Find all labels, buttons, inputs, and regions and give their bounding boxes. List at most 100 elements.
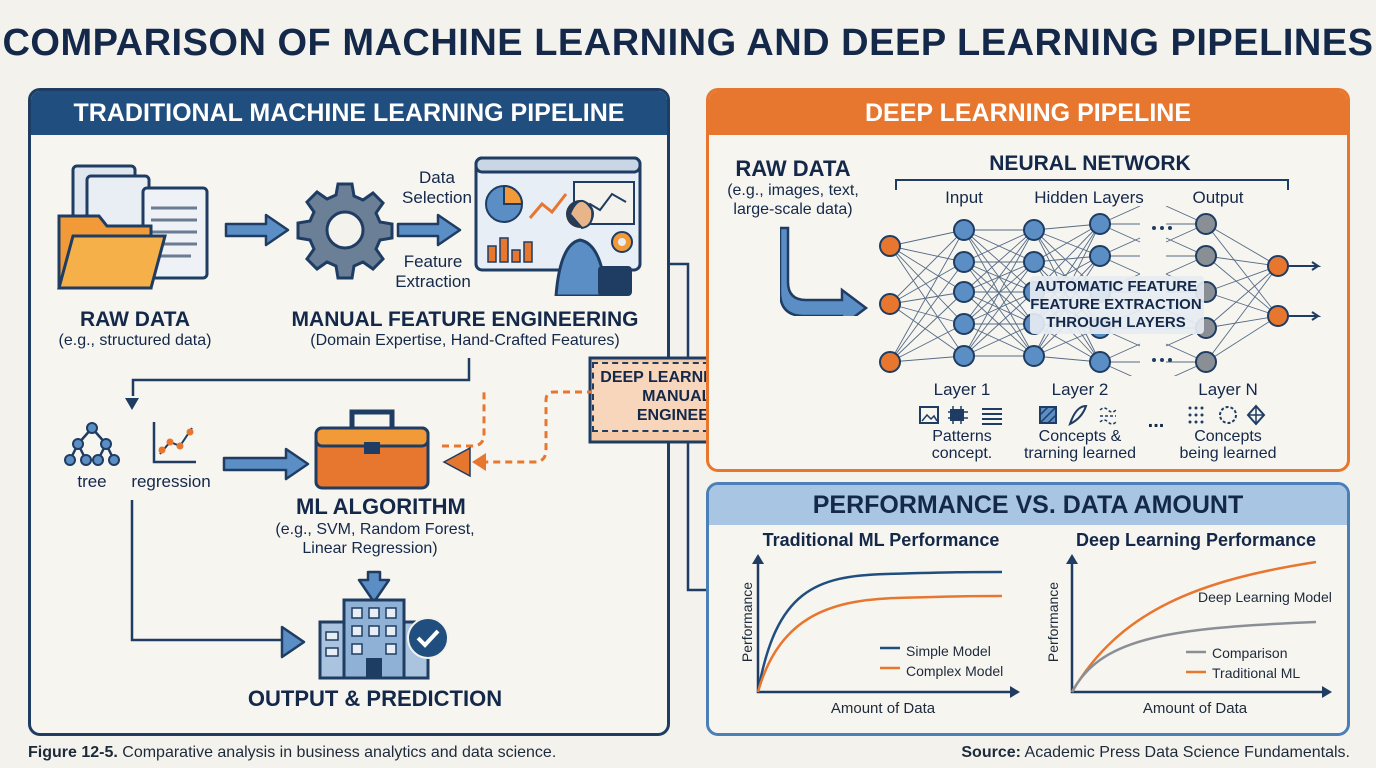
nn-node [1023, 251, 1045, 273]
ml-algorithm-sub2: Linear Regression) [302, 540, 438, 557]
traditional-ml-line [1070, 620, 1317, 693]
nn-node [1267, 305, 1289, 327]
nn-node [1089, 351, 1111, 373]
layer1-desc2: concept. [931, 445, 993, 462]
nn-overlay-line2: FEATURE EXTRACTION [1030, 296, 1202, 313]
source-text: Academic Press Data Science Fundamentals… [1020, 744, 1350, 761]
performance-header: PERFORMANCE VS. DATA AMOUNT [709, 485, 1347, 525]
gear-icon [296, 182, 394, 280]
nn-node [1195, 351, 1217, 373]
layer1-name: Layer 1 [933, 380, 991, 399]
regression-icon [152, 422, 196, 464]
dl-raw-data-label: RAW DATA [735, 156, 851, 181]
nn-ellipsis-dot [1152, 358, 1156, 362]
building-check-icon [318, 598, 449, 680]
nn-node [953, 219, 975, 241]
deep-learning-header: DEEP LEARNING PIPELINE [709, 91, 1347, 135]
connector-fe-to-models [131, 358, 471, 396]
layern-desc1: Concepts [1194, 428, 1262, 445]
nn-ellipsis-dot [1152, 226, 1156, 230]
nn-node [1195, 245, 1217, 267]
dl-annotation: Deep Learning Model [1198, 589, 1332, 605]
arrow-algo-to-output [357, 570, 391, 604]
tree-label: tree [77, 472, 107, 491]
nn-output-arrow [1288, 261, 1322, 271]
arrow-raw-to-fe [224, 213, 290, 247]
nn-node [953, 251, 975, 273]
feature-extraction-label: Feature Extraction [395, 252, 471, 291]
ml-algorithm-sub1: (e.g., SVM, Random Forest, [275, 521, 475, 538]
deep-learning-line [1070, 560, 1317, 693]
trad-xlabel: Amount of Data [830, 700, 936, 717]
nn-node [1089, 245, 1111, 267]
nn-node [879, 351, 901, 373]
figure-number: Figure 12-5. [28, 744, 118, 761]
layer2-desc1: Concepts & [1038, 428, 1122, 445]
nn-node [1195, 213, 1217, 235]
tree-icon [64, 422, 120, 466]
ml-algorithm-label: ML ALGORITHM [296, 494, 466, 519]
nn-bracket [895, 179, 1289, 190]
nn-node [1023, 345, 1045, 367]
manual-fe-sub: (Domain Expertise, Hand-Crafted Features… [310, 332, 620, 349]
trad-raw-data-label: RAW DATA [79, 308, 191, 331]
nn-overlay-line1: AUTOMATIC FEATURE [1034, 278, 1198, 295]
nn-node [1023, 219, 1045, 241]
source-label: Source: [961, 744, 1021, 761]
connector-models-to-output [130, 500, 282, 642]
trad-legend-complex: Complex Model [906, 663, 1004, 679]
output-prediction-label: OUTPUT & PREDICTION [247, 686, 503, 711]
dl-xlabel: Amount of Data [1142, 700, 1248, 717]
nn-input-label: Input [945, 188, 983, 207]
trad-legend-simple: Simple Model [906, 643, 991, 659]
manual-fe-label: MANUAL FEATURE ENGINEERING [291, 308, 639, 331]
dl-perf-chart [1066, 554, 1332, 698]
layer2-desc2: trarning learned [1023, 445, 1137, 462]
regression-label: regression [131, 472, 211, 491]
layer1-icons [919, 406, 1002, 425]
trad-ylabel: Performance [739, 581, 755, 663]
nn-title: NEURAL NETWORK [989, 152, 1191, 175]
trad-perf-chart [752, 554, 1020, 698]
nn-ellipsis-dot [1160, 226, 1164, 230]
arrows-left [125, 213, 471, 659]
toolbox-icon [314, 409, 430, 490]
trad-perf-title: Traditional ML Performance [762, 530, 1000, 550]
data-selection-label: Data Selection [402, 168, 472, 207]
layer-dots: ... [1147, 410, 1165, 432]
nn-node [879, 235, 901, 257]
nn-node [1089, 213, 1111, 235]
nn-output-arrow [1288, 311, 1322, 321]
nn-node [879, 293, 901, 315]
raw-data-icon [57, 164, 209, 290]
dl-perf-title: Deep Learning Performance [1075, 530, 1317, 550]
deep-learning-panel: DEEP LEARNING PIPELINE [706, 88, 1350, 472]
arrow-models-to-algo [222, 447, 310, 481]
layern-icons [1188, 404, 1266, 426]
simple-model-line [756, 570, 1003, 693]
nn-overlay-box [1030, 276, 1204, 334]
layern-desc2: being learned [1179, 445, 1277, 462]
dl-raw-data-sub2: large-scale data) [733, 201, 853, 218]
nn-node [953, 313, 975, 335]
dl-legend-comparison: Comparison [1212, 645, 1288, 661]
nn-overlay-line3: THROUGH LAYERS [1046, 314, 1186, 331]
nn-node [953, 281, 975, 303]
dl-raw-arrow [780, 226, 869, 316]
trad-raw-data-sub: (e.g., structured data) [58, 332, 212, 349]
nn-hidden-label: Hidden Layers [1034, 188, 1144, 207]
nn-output-label: Output [1192, 188, 1244, 207]
traditional-ml-header: TRADITIONAL MACHINE LEARNING PIPELINE [31, 91, 667, 135]
complex-model-line [756, 594, 1003, 693]
analyst-dashboard-icon [474, 156, 642, 296]
nn-node [953, 345, 975, 367]
layer2-icons [1039, 404, 1117, 426]
nn-ellipsis-dot [1168, 226, 1172, 230]
figure-caption-text: Comparative analysis in business analyti… [117, 744, 557, 761]
page-title: COMPARISON OF MACHINE LEARNING AND DEEP … [2, 22, 1374, 64]
nn-node [1267, 255, 1289, 277]
dashed-arrow-to-algo [442, 390, 594, 478]
layer2-name: Layer 2 [1051, 380, 1109, 399]
performance-panel: PERFORMANCE VS. DATA AMOUNT [706, 482, 1350, 736]
nn-ellipsis-dot [1168, 358, 1172, 362]
